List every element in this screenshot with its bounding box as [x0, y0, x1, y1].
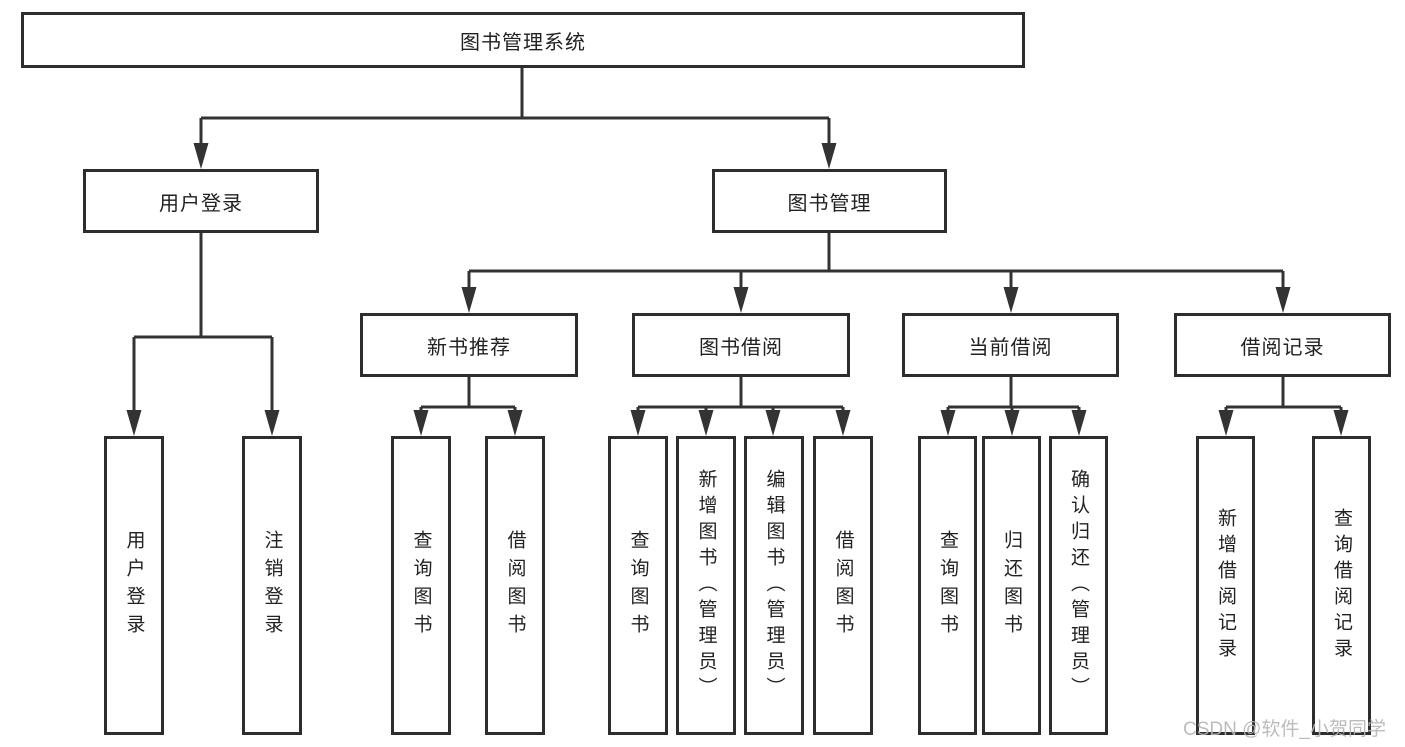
arrowhead [193, 143, 209, 169]
leaf-return-book-label: 归还图书 [1001, 529, 1022, 642]
node-current-borrow-label: 当前借阅 [968, 336, 1053, 359]
connector-userlogin-to-leaves [132, 232, 274, 411]
node-root-label: 图书管理系统 [460, 31, 586, 54]
node-book-management-label: 图书管理 [787, 192, 872, 215]
connector-currentborrow-to-leaves [946, 377, 1081, 411]
node-new-book-recommend-label: 新书推荐 [427, 336, 511, 359]
leaf-query-book-recommend-label: 查询图书 [410, 529, 432, 642]
leaf-return-book: 归还图书 [982, 436, 1041, 735]
arrowhead [1333, 410, 1349, 436]
arrowhead [821, 143, 837, 169]
arrowhead [835, 410, 851, 436]
arrowhead [698, 410, 714, 436]
leaf-logout-label: 注销登录 [261, 529, 283, 642]
leaf-add-book-admin: 新增图书（管理员） [676, 436, 736, 735]
arrowhead [1218, 410, 1234, 436]
leaf-edit-book-admin: 编辑图书（管理员） [744, 436, 804, 735]
connector-newbook-to-leaves [419, 377, 517, 411]
node-book-borrow-label: 图书借阅 [699, 336, 783, 359]
leaf-query-book-borrow-label: 查询图书 [627, 529, 649, 642]
leaf-query-borrow-record: 查询借阅记录 [1312, 436, 1371, 735]
leaf-add-book-admin-label: 新增图书（管理员） [695, 468, 717, 703]
leaf-query-borrow-record-label: 查询借阅记录 [1331, 507, 1352, 664]
leaf-logout: 注销登录 [242, 436, 302, 735]
connector-arrowheads [126, 143, 1349, 436]
leaf-add-borrow-record-label: 新增借阅记录 [1215, 507, 1236, 664]
node-borrow-records: 借阅记录 [1174, 313, 1391, 377]
node-root: 图书管理系统 [21, 12, 1025, 68]
leaf-user-login: 用户登录 [104, 436, 164, 735]
leaf-query-book-current: 查询图书 [918, 436, 977, 735]
leaf-borrow-book-label: 借阅图书 [832, 529, 854, 642]
leaf-confirm-return-admin-label: 确认归还（管理员） [1068, 468, 1089, 703]
arrowhead [1004, 410, 1020, 436]
connector-bookmgmt-to-level3 [467, 232, 1285, 288]
connector-root-to-level2 [199, 67, 831, 144]
connector-records-to-leaves [1224, 377, 1343, 411]
arrowhead [264, 410, 280, 436]
arrowhead [1275, 287, 1291, 313]
connector-bookborrow-to-leaves [636, 377, 845, 411]
csdn-watermark: CSDN @软件_小贺同学 [1183, 719, 1386, 740]
leaf-confirm-return-admin: 确认归还（管理员） [1049, 436, 1108, 735]
leaf-borrow-book-recommend-label: 借阅图书 [504, 529, 526, 642]
leaf-borrow-book: 借阅图书 [813, 436, 873, 735]
leaf-add-borrow-record: 新增借阅记录 [1196, 436, 1255, 735]
arrowhead [940, 410, 956, 436]
node-book-management: 图书管理 [712, 169, 947, 233]
node-book-borrow: 图书借阅 [632, 313, 850, 377]
node-user-login: 用户登录 [83, 169, 319, 233]
leaf-query-book-borrow: 查询图书 [608, 436, 668, 735]
node-user-login-label: 用户登录 [159, 192, 243, 215]
node-borrow-records-label: 借阅记录 [1240, 336, 1325, 359]
leaf-query-book-recommend: 查询图书 [391, 436, 451, 735]
arrowhead [733, 287, 749, 313]
arrowhead [461, 287, 477, 313]
arrowhead [1003, 287, 1019, 313]
arrowhead [1071, 410, 1087, 436]
leaf-user-login-label: 用户登录 [123, 529, 145, 642]
arrowhead [126, 410, 142, 436]
node-new-book-recommend: 新书推荐 [360, 313, 578, 377]
leaf-query-book-current-label: 查询图书 [937, 529, 958, 642]
leaf-edit-book-admin-label: 编辑图书（管理员） [763, 468, 785, 703]
node-current-borrow: 当前借阅 [902, 313, 1119, 377]
arrowhead [507, 410, 523, 436]
arrowhead [413, 410, 429, 436]
arrowhead [765, 410, 781, 436]
arrowhead [630, 410, 646, 436]
connector-strokes [132, 67, 1343, 411]
leaf-borrow-book-recommend: 借阅图书 [485, 436, 545, 735]
